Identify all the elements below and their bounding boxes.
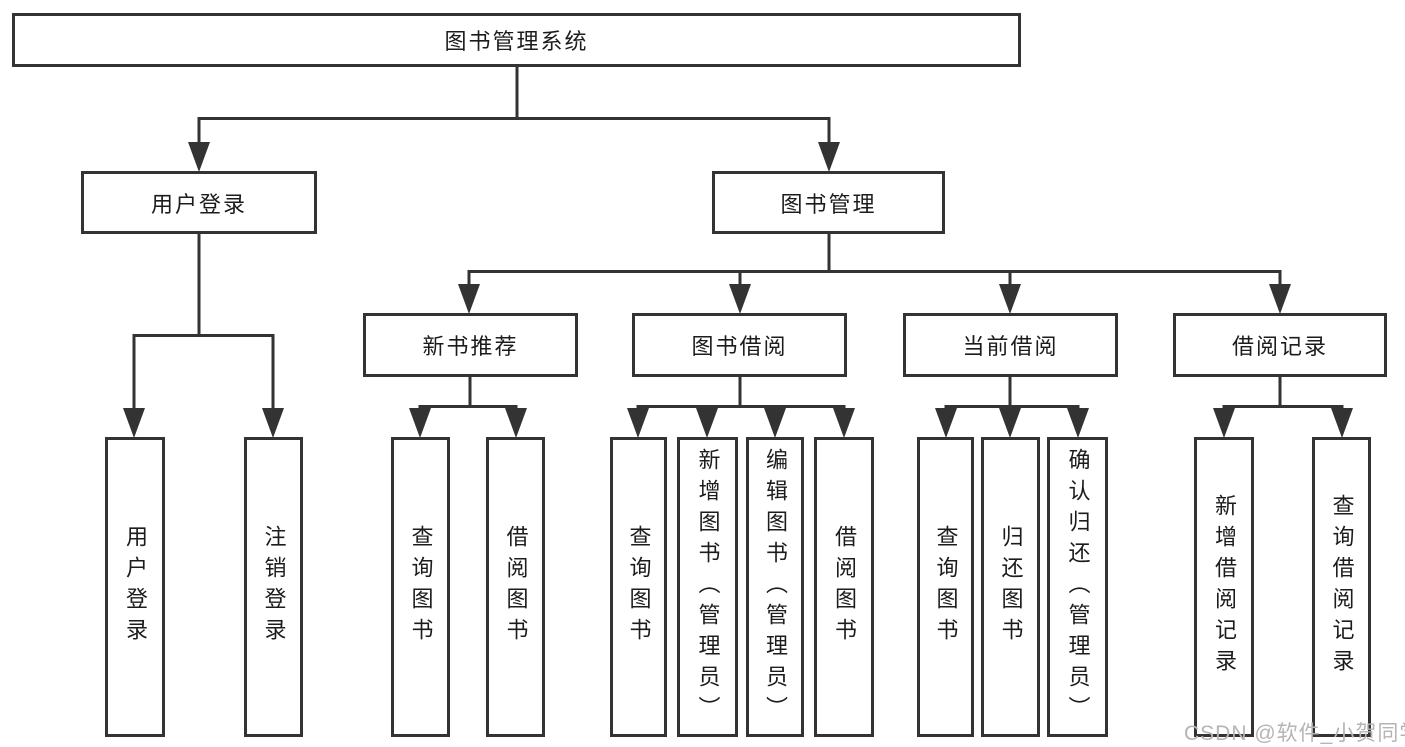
leaf-query-borrow-record-label: 查询借阅记录: [1329, 494, 1355, 680]
leaf-confirm-return-admin-label: 确认归还（管理员）: [1065, 447, 1091, 727]
node-book-management-label: 图书管理: [780, 191, 877, 217]
leaf-add-book-admin-label: 新增图书（管理员）: [695, 447, 721, 727]
node-borrow-records: 借阅记录: [1173, 313, 1387, 377]
leaf-edit-book-admin: 编辑图书（管理员）: [746, 437, 804, 737]
leaf-add-borrow-record: 新增借阅记录: [1194, 437, 1254, 737]
leaf-return-book-label: 归还图书: [998, 525, 1024, 649]
node-book-borrow: 图书借阅: [632, 313, 847, 377]
node-root-system: 图书管理系统: [12, 13, 1021, 67]
node-book-management: 图书管理: [712, 171, 945, 234]
leaf-query-books-borrow-label: 查询图书: [626, 525, 652, 649]
node-user-login: 用户登录: [81, 171, 317, 234]
leaf-borrow-books-borrow-label: 借阅图书: [832, 525, 857, 649]
node-user-login-label: 用户登录: [150, 191, 247, 217]
node-new-book-recommend: 新书推荐: [363, 313, 578, 377]
node-current-borrow: 当前借阅: [903, 313, 1118, 377]
leaf-user-login-label: 用户登录: [123, 525, 148, 649]
leaf-query-books-current: 查询图书: [917, 437, 974, 737]
leaf-add-book-admin: 新增图书（管理员）: [677, 437, 738, 737]
node-borrow-records-label: 借阅记录: [1231, 334, 1328, 359]
leaf-query-books-recommend: 查询图书: [391, 437, 450, 737]
arrowheads: [123, 142, 1353, 438]
node-book-borrow-label: 图书借阅: [691, 334, 788, 359]
csdn-watermark: CSDN @软件_小贺同学: [1184, 722, 1405, 745]
leaf-confirm-return-admin: 确认归还（管理员）: [1047, 437, 1108, 737]
node-root-label: 图书管理系统: [444, 29, 589, 54]
leaf-query-books-recommend-label: 查询图书: [408, 525, 434, 649]
leaf-return-book: 归还图书: [981, 437, 1040, 737]
leaf-user-login: 用户登录: [105, 437, 165, 737]
leaf-borrow-books-recommend: 借阅图书: [486, 437, 545, 737]
leaf-borrow-books-borrow: 借阅图书: [814, 437, 874, 737]
leaf-query-books-current-label: 查询图书: [933, 525, 959, 649]
node-current-borrow-label: 当前借阅: [962, 334, 1059, 359]
leaf-edit-book-admin-label: 编辑图书（管理员）: [763, 447, 788, 727]
connector-lines: [132, 67, 1344, 410]
leaf-logout-label: 注销登录: [261, 525, 287, 649]
leaf-query-borrow-record: 查询借阅记录: [1312, 437, 1371, 737]
leaf-add-borrow-record-label: 新增借阅记录: [1212, 494, 1237, 680]
leaf-query-books-borrow: 查询图书: [610, 437, 667, 737]
leaf-borrow-books-recommend-label: 借阅图书: [503, 525, 529, 649]
leaf-logout: 注销登录: [244, 437, 303, 737]
node-new-book-recommend-label: 新书推荐: [422, 334, 519, 359]
